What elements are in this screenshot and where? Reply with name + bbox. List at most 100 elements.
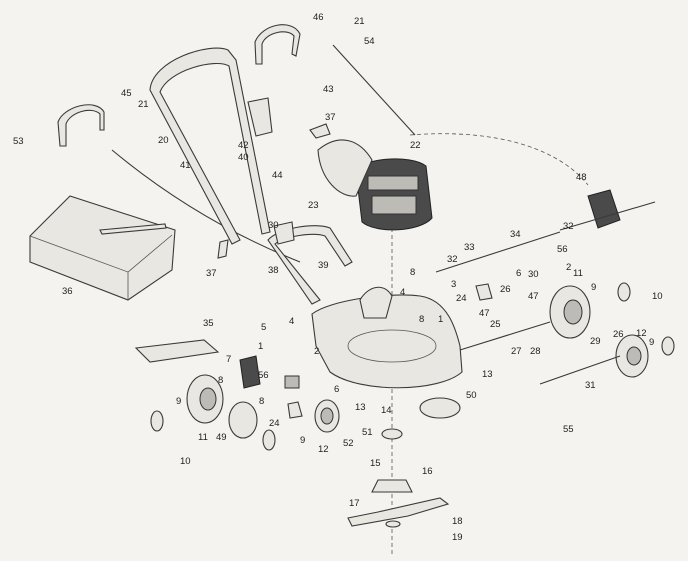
label-30b: 30 xyxy=(528,269,539,280)
bail-lever-53 xyxy=(57,104,105,147)
label-28: 28 xyxy=(530,346,541,357)
label-36: 36 xyxy=(62,286,73,297)
label-40: 40 xyxy=(238,152,249,163)
label-51: 51 xyxy=(362,427,373,438)
label-26a: 26 xyxy=(500,284,511,295)
label-2a: 2 xyxy=(566,262,571,273)
label-25: 25 xyxy=(490,319,501,330)
grass-catcher-bag xyxy=(29,195,176,301)
label-20: 20 xyxy=(158,135,169,146)
washer-18 xyxy=(385,520,401,528)
front-axle xyxy=(539,355,621,385)
label-34: 34 xyxy=(510,229,521,240)
pinion-56 xyxy=(284,375,300,389)
part-labels: 46 21 54 45 21 43 53 20 37 42 40 22 41 4… xyxy=(13,12,663,543)
label-42: 42 xyxy=(238,140,249,151)
hubcap-left xyxy=(228,401,258,439)
gearbox xyxy=(587,189,621,229)
label-3: 3 xyxy=(451,279,456,290)
label-15: 15 xyxy=(370,458,381,469)
disc-50 xyxy=(419,397,461,419)
deck-chute xyxy=(359,286,393,319)
label-9b: 9 xyxy=(649,337,654,348)
cable-route-line xyxy=(409,133,589,186)
label-29: 29 xyxy=(590,336,601,347)
label-4a: 4 xyxy=(400,287,405,298)
label-9c: 9 xyxy=(176,396,181,407)
label-8c: 8 xyxy=(218,375,223,386)
label-32a: 32 xyxy=(563,221,574,232)
label-17: 17 xyxy=(349,498,360,509)
drive-gear xyxy=(239,355,261,389)
label-7: 7 xyxy=(226,354,231,365)
label-32b: 32 xyxy=(447,254,458,265)
label-52: 52 xyxy=(343,438,354,449)
label-21a: 21 xyxy=(354,16,365,27)
label-12b: 12 xyxy=(318,444,329,455)
bag-frame xyxy=(99,223,167,235)
label-18: 18 xyxy=(452,516,463,527)
label-30a: 30 xyxy=(268,220,279,231)
drive-shaft xyxy=(435,231,561,273)
handle-upper xyxy=(149,47,271,245)
cap-10c xyxy=(617,282,631,302)
gearbox-shaft xyxy=(559,201,656,231)
label-24a: 24 xyxy=(456,293,467,304)
cap-10a xyxy=(150,410,164,432)
cable-20 xyxy=(111,149,301,263)
label-14: 14 xyxy=(381,405,392,416)
washer-51 xyxy=(381,428,403,440)
label-35: 35 xyxy=(203,318,214,329)
label-23: 23 xyxy=(308,200,319,211)
bracket-24b xyxy=(287,401,303,419)
engine-shroud xyxy=(317,139,373,197)
label-47b: 47 xyxy=(479,308,490,319)
label-10a: 10 xyxy=(652,291,663,302)
label-27: 27 xyxy=(511,346,522,357)
cap-10d xyxy=(661,336,675,356)
handle-clamp-lower xyxy=(273,221,295,245)
label-55: 55 xyxy=(563,424,574,435)
label-6a: 6 xyxy=(516,268,521,279)
blade xyxy=(347,497,450,527)
label-26b: 26 xyxy=(613,329,624,340)
bracket-37b xyxy=(217,239,229,259)
label-8a: 8 xyxy=(410,267,415,278)
label-11a: 11 xyxy=(573,268,583,279)
label-38: 38 xyxy=(268,265,279,276)
label-13a: 13 xyxy=(482,369,493,380)
cap-10b xyxy=(262,429,276,451)
label-16: 16 xyxy=(422,466,433,477)
label-10b: 10 xyxy=(180,456,191,467)
rear-axle xyxy=(459,321,551,351)
label-21b: 21 xyxy=(138,99,149,110)
label-46: 46 xyxy=(313,12,324,23)
label-54: 54 xyxy=(364,36,375,47)
cable-54 xyxy=(332,44,416,136)
label-45: 45 xyxy=(121,88,132,99)
bracket-24a xyxy=(475,283,493,301)
label-5: 5 xyxy=(261,322,266,333)
label-41: 41 xyxy=(180,160,191,171)
handle-clamp-upper xyxy=(247,97,273,137)
label-49: 49 xyxy=(216,432,227,443)
label-44: 44 xyxy=(272,170,283,181)
throttle-lever-46 xyxy=(254,24,301,65)
lever-37a xyxy=(309,123,331,139)
label-43: 43 xyxy=(323,84,334,95)
label-53: 53 xyxy=(13,136,24,147)
label-1a: 1 xyxy=(438,314,443,325)
label-4b: 4 xyxy=(289,316,294,327)
label-11b: 11 xyxy=(198,432,208,443)
label-37a: 37 xyxy=(325,112,336,123)
label-12a: 12 xyxy=(636,328,647,339)
label-56a: 56 xyxy=(557,244,568,255)
label-50: 50 xyxy=(466,390,477,401)
label-19: 19 xyxy=(452,532,463,543)
label-13b: 13 xyxy=(355,402,366,413)
label-1b: 1 xyxy=(258,341,263,352)
label-31: 31 xyxy=(585,380,596,391)
blade-adapter xyxy=(371,479,413,493)
label-9a: 9 xyxy=(591,282,596,293)
